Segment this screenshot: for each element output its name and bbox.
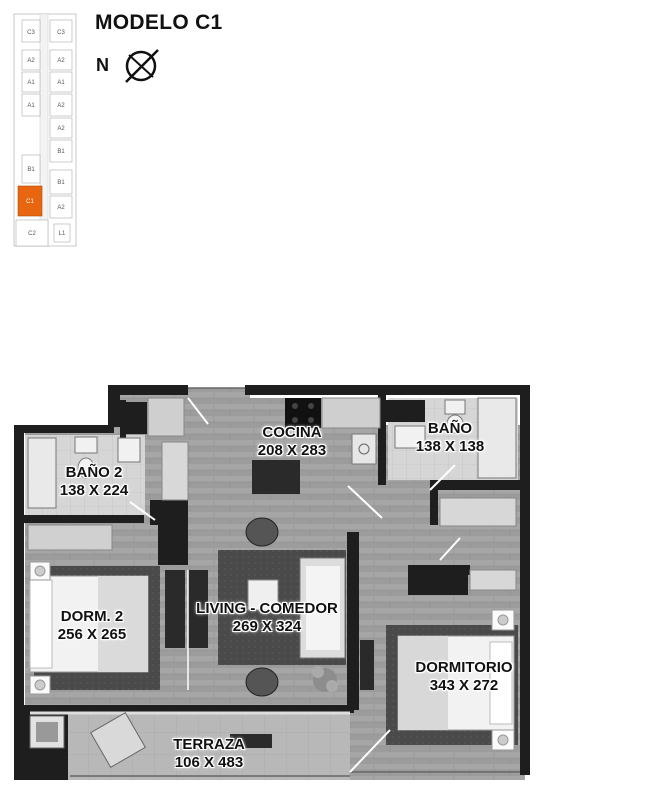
- key-plan-unit-a2: A2: [49, 195, 73, 219]
- room-name: BAÑO: [427, 420, 473, 437]
- floor-plan: [14, 385, 530, 780]
- room-label-living-comedor: LIVING - COMEDOR 269 X 324: [180, 600, 354, 636]
- svg-text:A2: A2: [27, 58, 35, 64]
- room-dimensions: 208 X 283: [257, 442, 327, 459]
- svg-text:A2: A2: [57, 103, 65, 109]
- building-key-plan: C3 A2 A1 A1 B1 C1 C2 C3 A2 A1 A2 A2 B1 B…: [13, 13, 77, 247]
- room-label-terraza: TERRAZA 106 X 483: [164, 736, 254, 772]
- key-plan-unit-c1-highlighted: C1: [17, 185, 43, 217]
- windows: [30, 387, 520, 777]
- key-plan-unit-l1: L1: [53, 223, 71, 243]
- room-label-bano: BAÑO 138 X 138: [405, 420, 495, 456]
- terraza-floor: [25, 705, 350, 780]
- svg-text:L1: L1: [59, 231, 66, 237]
- svg-text:C1: C1: [26, 199, 34, 205]
- key-plan-unit-b1: B1: [49, 169, 73, 195]
- doors: [129, 397, 461, 773]
- room-label-dormitorio: DORMITORIO 343 X 272: [404, 659, 524, 695]
- room-name: DORMITORIO: [415, 659, 513, 676]
- room-label-bano-2: BAÑO 2 138 X 224: [50, 464, 138, 500]
- svg-text:A2: A2: [57, 205, 65, 211]
- sofa: [299, 557, 346, 659]
- terraza-furniture: [29, 711, 272, 769]
- bathroom-2-fixtures: [27, 436, 141, 551]
- room-name: BAÑO 2: [65, 464, 123, 481]
- dorm-2-bed: [29, 575, 149, 673]
- key-plan-unit-c3: C3: [49, 19, 73, 43]
- room-dimensions: 269 X 324: [232, 618, 302, 635]
- room-dimensions: 106 X 483: [174, 754, 244, 771]
- room-dimensions: 343 X 272: [429, 677, 499, 694]
- room-dimensions: 138 X 224: [59, 482, 129, 499]
- key-plan-unit-a2: A2: [49, 49, 73, 71]
- room-name: TERRAZA: [173, 736, 245, 753]
- svg-text:A1: A1: [27, 103, 35, 109]
- walls: [14, 385, 530, 780]
- svg-text:C3: C3: [57, 30, 65, 36]
- svg-text:B1: B1: [57, 180, 65, 186]
- key-plan-unit-c3: C3: [21, 19, 41, 43]
- key-plan-unit-a1: A1: [21, 93, 41, 117]
- key-plan-unit-a2: A2: [49, 117, 73, 139]
- room-label-dorm-2: DORM. 2 256 X 265: [46, 608, 138, 644]
- svg-text:C2: C2: [28, 231, 36, 237]
- kitchen-counter: [147, 397, 381, 501]
- key-plan-unit-a2: A2: [21, 49, 41, 71]
- key-plan-unit-a2: A2: [49, 93, 73, 117]
- bathroom-fixtures: [394, 397, 517, 479]
- key-plan-unit-a1: A1: [21, 71, 41, 93]
- key-plan-unit-b1: B1: [21, 154, 41, 184]
- nightstand-lamps: [29, 561, 515, 751]
- page-title: MODELO C1: [95, 11, 223, 34]
- key-plan-unit-c2: C2: [15, 219, 49, 247]
- svg-text:A2: A2: [57, 126, 65, 132]
- dining-set: [245, 460, 300, 697]
- key-plan-unit-a1: A1: [49, 71, 73, 93]
- tv-unit: [165, 570, 208, 648]
- side-cabinet: [360, 640, 374, 690]
- north-label: N: [96, 55, 109, 75]
- room-dimensions: 138 X 138: [415, 438, 485, 455]
- room-name: LIVING - COMEDOR: [196, 600, 338, 617]
- room-name: DORM. 2: [60, 608, 124, 625]
- key-plan-unit-b1: B1: [49, 139, 73, 163]
- room-dimensions: 256 X 265: [57, 626, 127, 643]
- wardrobe: [439, 497, 517, 591]
- svg-text:A1: A1: [57, 80, 65, 86]
- svg-text:A2: A2: [57, 58, 65, 64]
- svg-text:C3: C3: [27, 30, 35, 36]
- svg-text:B1: B1: [57, 149, 65, 155]
- room-name: COCINA: [262, 424, 322, 441]
- room-label-cocina: COCINA 208 X 283: [250, 424, 334, 460]
- svg-text:B1: B1: [27, 167, 35, 173]
- svg-text:A1: A1: [27, 80, 35, 86]
- dormitorio-bed: [397, 635, 515, 731]
- plant: [312, 666, 338, 692]
- compass-icon: [125, 49, 159, 83]
